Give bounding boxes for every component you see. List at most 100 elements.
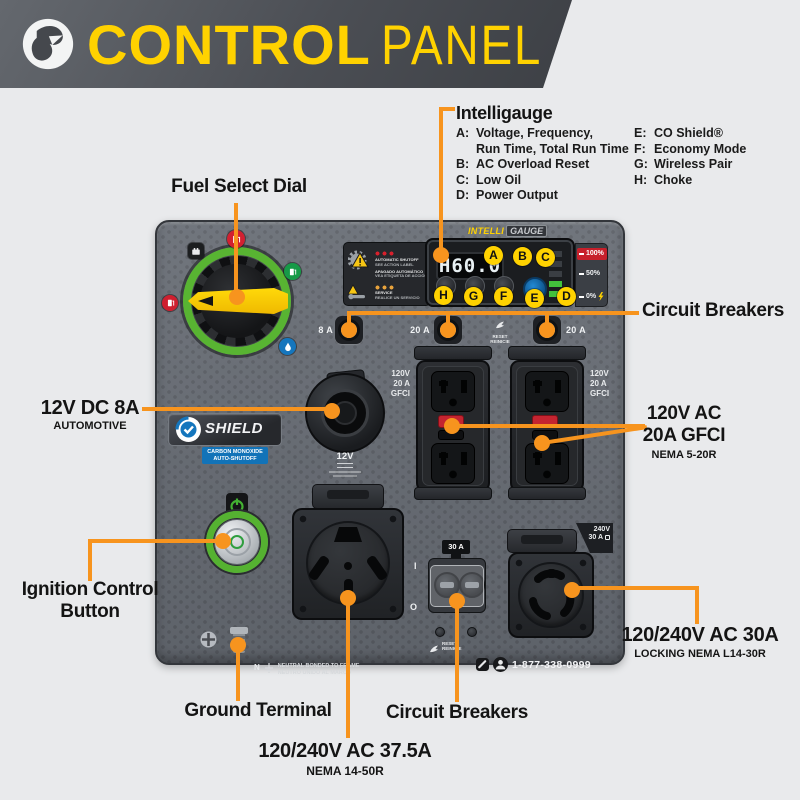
scale-50: 50%	[579, 270, 600, 277]
callout-dot	[230, 637, 246, 653]
warning-line: VEA ETIQUETA DE ACCIÓN	[375, 273, 428, 279]
callout-dot	[229, 289, 245, 305]
intelligauge-feature-list-right: E:CO Shield® F:Economy Mode G:Wireless P…	[634, 126, 789, 188]
fuel-type-icon-gasoline	[162, 295, 178, 311]
callout-line	[452, 424, 645, 428]
intelligauge-brand-tag: INTELLI GAUGE	[468, 225, 548, 237]
callout-line	[88, 539, 92, 581]
feature-badge-a: A	[484, 246, 503, 265]
feature-value: AC Overload Reset	[476, 157, 590, 172]
status-dots-red	[375, 251, 395, 256]
label-circuit-breakers-top: Circuit Breakers	[642, 300, 784, 321]
breaker-30a-tag: 30 A	[442, 540, 470, 554]
phillips-screw-icon	[200, 631, 217, 648]
feature-item: D:Power Output	[456, 188, 636, 204]
feature-key: F:	[634, 141, 646, 156]
feature-value: Voltage, Frequency, Run Time, Total Run …	[476, 126, 629, 156]
tick-mark	[579, 253, 584, 255]
feature-item: H:Choke	[634, 173, 789, 189]
label-12v-main: 12V DC 8A	[40, 397, 140, 419]
callout-line	[142, 407, 332, 411]
callout-line	[236, 643, 240, 701]
hand-press-icon	[495, 321, 504, 329]
callout-dot	[534, 435, 550, 451]
feature-value: Power Output	[476, 188, 558, 203]
callout-line	[455, 600, 459, 702]
label-ignition-line2: Button	[60, 601, 120, 622]
screw	[435, 627, 445, 637]
lightning-icon	[598, 292, 604, 301]
lock-icon	[605, 535, 610, 540]
receptacle-slots	[525, 371, 569, 412]
feature-item: B:AC Overload Reset	[456, 157, 636, 173]
gfci-outlet-flange	[414, 346, 492, 360]
gfci-label-line: 120V	[391, 369, 410, 378]
callout-dot	[433, 247, 449, 263]
title-panel: PANEL	[380, 12, 542, 76]
label-gfci-line1: 120V AC	[646, 403, 722, 424]
label-circuit-breakers-bottom: Circuit Breakers	[386, 702, 528, 723]
phone-number: 1-877-338-0999	[512, 658, 591, 671]
breaker-rocker	[459, 572, 485, 598]
feature-value: Economy Mode	[654, 141, 747, 156]
gfci-label-line: GFCI	[590, 389, 610, 398]
callout-dot	[215, 533, 231, 549]
gfci-label-line: 20 A	[393, 379, 410, 388]
wrench-box-icon	[476, 658, 489, 671]
scale-100: 100%	[577, 248, 607, 260]
co-warning-box: CARBON MONOX­IDE AUTO-SHUTOFF	[202, 447, 268, 464]
feature-value: Wireless Pair	[654, 157, 733, 172]
service-text: SERVICE REALICE UN SERVICIO	[375, 290, 429, 301]
wrench-service-icon	[347, 284, 365, 300]
scale-label: 50%	[586, 270, 601, 277]
co-shield-logo	[175, 416, 201, 442]
scale-label: 100%	[586, 250, 604, 257]
callout-line	[347, 311, 351, 332]
callout-line	[572, 586, 699, 590]
feature-badge-e: E	[525, 289, 544, 308]
gfci-outlet-flange	[414, 487, 492, 500]
fuel-type-icon-lpg	[284, 263, 301, 280]
tag-amp: 30 A	[588, 534, 603, 541]
callout-line	[346, 597, 350, 738]
callout-dot	[444, 418, 460, 434]
reset-note: RESET REINICIE	[442, 641, 476, 652]
12v-label-marks	[337, 463, 353, 468]
callout-line	[695, 586, 699, 624]
feature-badge-d: D	[557, 287, 576, 306]
co-box-line: CARBON MONOX­IDE	[207, 449, 263, 455]
callout-line	[446, 311, 450, 332]
feature-key: H:	[634, 172, 648, 187]
callout-dot	[440, 322, 456, 338]
callout-dot	[449, 593, 465, 609]
scale-0: 0%	[579, 292, 604, 301]
ignition-power-mark	[230, 535, 244, 549]
label-1450: 120/240V AC 37.5A NEMA 14-50R	[252, 740, 438, 778]
reset-note: RESET REINICIE	[480, 316, 520, 345]
label-gfci-sub: NEMA 5-20R	[651, 449, 717, 461]
reset-text: RESET	[492, 334, 508, 339]
callout-dot	[340, 590, 356, 606]
label-locking: 120/240V AC 30A LOCKING NEMA L14-30R	[612, 624, 788, 660]
feature-badge-g: G	[464, 287, 483, 306]
feature-item: C:Low Oil	[456, 173, 636, 189]
label-12v-sub: AUTOMOTIVE	[53, 420, 127, 432]
label-gfci-line2: 20A GFCI	[642, 425, 726, 446]
warning-text: AUTOMATIC SHUTOFF SEE ACTION LABEL APAGA…	[375, 257, 429, 279]
power-output-scale: 100% 50% 0%	[575, 243, 608, 307]
callout-line	[347, 311, 639, 315]
feature-badge-h: H	[434, 286, 453, 305]
co-shield-name: SHIELD	[205, 420, 264, 437]
warning-line: REALICE UN SERVICIO	[375, 294, 420, 300]
receptacle-slots	[431, 443, 475, 484]
label-locking-sub: LOCKING NEMA L14-30R	[634, 648, 766, 660]
feature-value: Low Oil	[476, 172, 522, 187]
warning-line: APAGADO AUTOMÁTICO	[375, 268, 424, 274]
breaker-amp-label: 8 A	[318, 325, 333, 335]
breaker-30a-stem	[451, 553, 461, 559]
gfci-outlet-flange	[508, 487, 586, 500]
gfci-label-line: 20 A	[590, 379, 607, 388]
support-phone: 1-877-338-0999	[476, 657, 591, 672]
12v-label: 12V	[336, 451, 354, 462]
warning-label: AUTOMATIC SHUTOFF SEE ACTION LABEL APAGA…	[343, 242, 431, 306]
